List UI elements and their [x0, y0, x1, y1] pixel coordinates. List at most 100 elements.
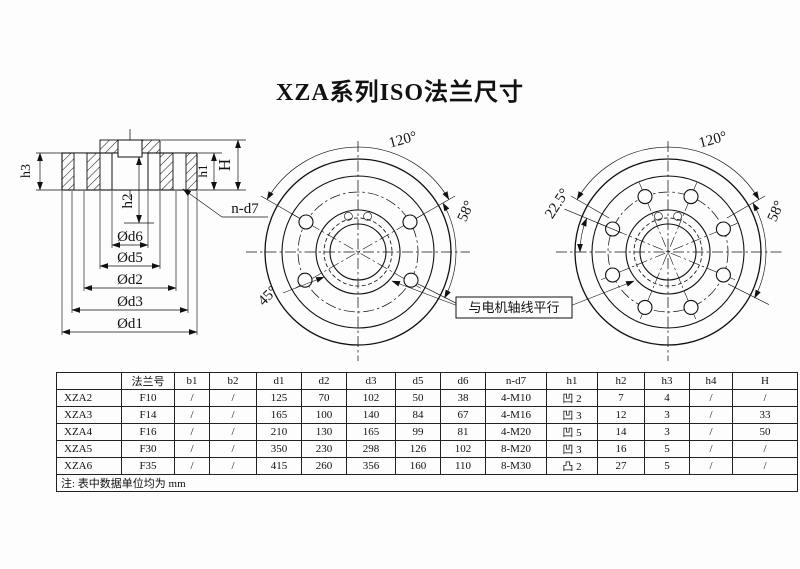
callout-box — [455, 296, 573, 319]
table-header-cell: d2 — [301, 372, 347, 390]
table-cell: 350 — [256, 440, 302, 458]
table-cell: / — [209, 389, 257, 407]
table-header-cell — [56, 372, 122, 390]
table-cell: 99 — [395, 423, 441, 441]
flange-model-cell: XZA3 — [56, 406, 122, 424]
table-cell: 260 — [301, 457, 347, 475]
table-cell: 14 — [597, 423, 645, 441]
table-cell: 230 — [301, 440, 347, 458]
dim-label-h2: h2 — [120, 194, 136, 209]
hub-hole — [673, 211, 682, 221]
bolt-hole-section-right — [172, 152, 187, 191]
table-cell: / — [689, 423, 733, 441]
table-cell: / — [174, 406, 210, 424]
table-header-cell: b2 — [209, 372, 257, 390]
table-cell: / — [689, 457, 733, 475]
table-cell: 凹 3 — [546, 440, 598, 458]
table-cell: 102 — [440, 440, 486, 458]
table-cell: 3 — [644, 423, 690, 441]
angle-label-58: 58° — [455, 199, 478, 225]
table-header-cell: h3 — [644, 372, 690, 390]
table-cell: / — [689, 406, 733, 424]
diameter-dimensions: Ød6 Ød5 Ød2 Ød3 Ød1 — [61, 191, 198, 335]
callout-text: 与电机轴线平行 — [468, 300, 559, 315]
table-cell: 84 — [395, 406, 441, 424]
table-cell: 298 — [346, 440, 396, 458]
flange-model-cell: XZA6 — [56, 457, 122, 475]
table-cell: 50 — [395, 389, 441, 407]
table-cell: / — [732, 440, 798, 458]
bolt-hole-section-left — [73, 152, 88, 191]
section-view: Ød6 Ød5 Ød2 Ød3 Ød1 h3 h1 H — [19, 129, 268, 335]
hub-hole — [344, 211, 353, 221]
dim-label-d5: Ød5 — [117, 250, 143, 266]
table-cell: F30 — [121, 440, 175, 458]
dim-label-h1: h1 — [195, 165, 210, 178]
table-cell: 3 — [644, 406, 690, 424]
table-cell: 165 — [346, 423, 396, 441]
table-cell: / — [689, 389, 733, 407]
centerlines — [246, 141, 470, 361]
table-cell: 102 — [346, 389, 396, 407]
dim-label-H: H — [215, 159, 234, 171]
table-cell: 70 — [301, 389, 347, 407]
table-cell: 27 — [597, 457, 645, 475]
table-cell: / — [209, 423, 257, 441]
table-cell: F10 — [121, 389, 175, 407]
angle-annotations: 120° 58° 22.5° — [542, 129, 788, 305]
flange-section-outline — [61, 139, 198, 191]
table-cell: / — [174, 457, 210, 475]
table-cell: 4-M10 — [485, 389, 547, 407]
table-header-cell: H — [732, 372, 798, 390]
technical-drawing: Ød6 Ød5 Ød2 Ød3 Ød1 h3 h1 H — [19, 129, 788, 361]
table-cell: 凹 3 — [546, 406, 598, 424]
table-cell: 50 — [732, 423, 798, 441]
table-cell: F16 — [121, 423, 175, 441]
table-cell: 81 — [440, 423, 486, 441]
table-cell: 38 — [440, 389, 486, 407]
table-header-cell: n-d7 — [485, 372, 547, 390]
thread-circle — [633, 217, 703, 287]
table-cell: 5 — [644, 440, 690, 458]
note-row: 注: 表中数据单位均为 mm — [56, 474, 798, 492]
table-cell: 67 — [440, 406, 486, 424]
table-cell: 4-M20 — [485, 423, 547, 441]
bolt-holes — [297, 214, 419, 288]
table-cell: / — [209, 457, 257, 475]
table-cell: / — [174, 389, 210, 407]
angle-label-58: 58° — [765, 199, 788, 225]
dim-label-n-d7: n-d7 — [231, 201, 259, 217]
table-cell: / — [689, 440, 733, 458]
flange-model-cell: XZA4 — [56, 423, 122, 441]
table-cell: 7 — [597, 389, 645, 407]
dim-label-d2: Ød2 — [117, 272, 143, 288]
dim-label-h3: h3 — [19, 164, 34, 178]
table-cell: 4 — [644, 389, 690, 407]
table-cell: 160 — [395, 457, 441, 475]
table-cell: / — [174, 423, 210, 441]
dim-label-d6: Ød6 — [117, 229, 143, 245]
table-cell: 凹 2 — [546, 389, 598, 407]
table-header-cell: h2 — [597, 372, 645, 390]
table-cell: 126 — [395, 440, 441, 458]
table-header-cell: d5 — [395, 372, 441, 390]
hub-hole — [654, 211, 663, 221]
angle-label-22-5: 22.5° — [542, 186, 573, 222]
table-cell: / — [732, 457, 798, 475]
table-cell: 16 — [597, 440, 645, 458]
table-cell: 125 — [256, 389, 302, 407]
hub-hole — [363, 211, 372, 221]
table-header-cell: d1 — [256, 372, 302, 390]
table-cell: 130 — [301, 423, 347, 441]
table-cell: / — [732, 389, 798, 407]
table-cell: 8-M20 — [485, 440, 547, 458]
table-cell: 165 — [256, 406, 302, 424]
table-header-cell: 法兰号 — [121, 372, 175, 390]
table-cell: 凸 2 — [546, 457, 598, 475]
